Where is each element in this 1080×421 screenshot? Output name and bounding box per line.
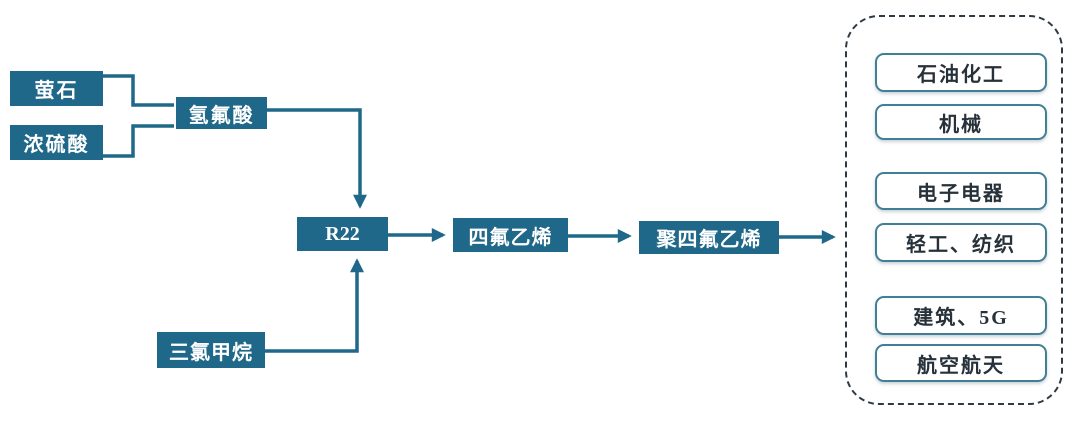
node-tetrafluoroethylene: 四氟乙烯 (453, 218, 568, 252)
connector-fluorite-to-hf (103, 74, 174, 107)
node-ptfe: 聚四氟乙烯 (639, 221, 779, 254)
application-machinery: 机械 (875, 104, 1047, 140)
node-chloroform: 三氯甲烷 (157, 332, 265, 368)
application-construction-5g: 建筑、5G (875, 296, 1047, 335)
node-hydrofluoric-acid: 氢氟酸 (176, 97, 267, 129)
applications-group-outline (845, 15, 1063, 405)
application-light-industry-textile: 轻工、纺织 (875, 223, 1047, 262)
node-fluorite: 萤石 (10, 71, 103, 106)
node-sulfuric-acid: 浓硫酸 (10, 125, 103, 160)
connector-sulfuric-to-hf (103, 124, 174, 158)
node-r22: R22 (297, 217, 388, 251)
application-aerospace: 航空航天 (875, 344, 1047, 382)
application-electronics: 电子电器 (875, 172, 1047, 210)
connector-hf-to-r22 (267, 108, 367, 209)
application-petrochemical: 石油化工 (875, 53, 1047, 92)
connector-chloroform-to-r22 (265, 258, 364, 353)
